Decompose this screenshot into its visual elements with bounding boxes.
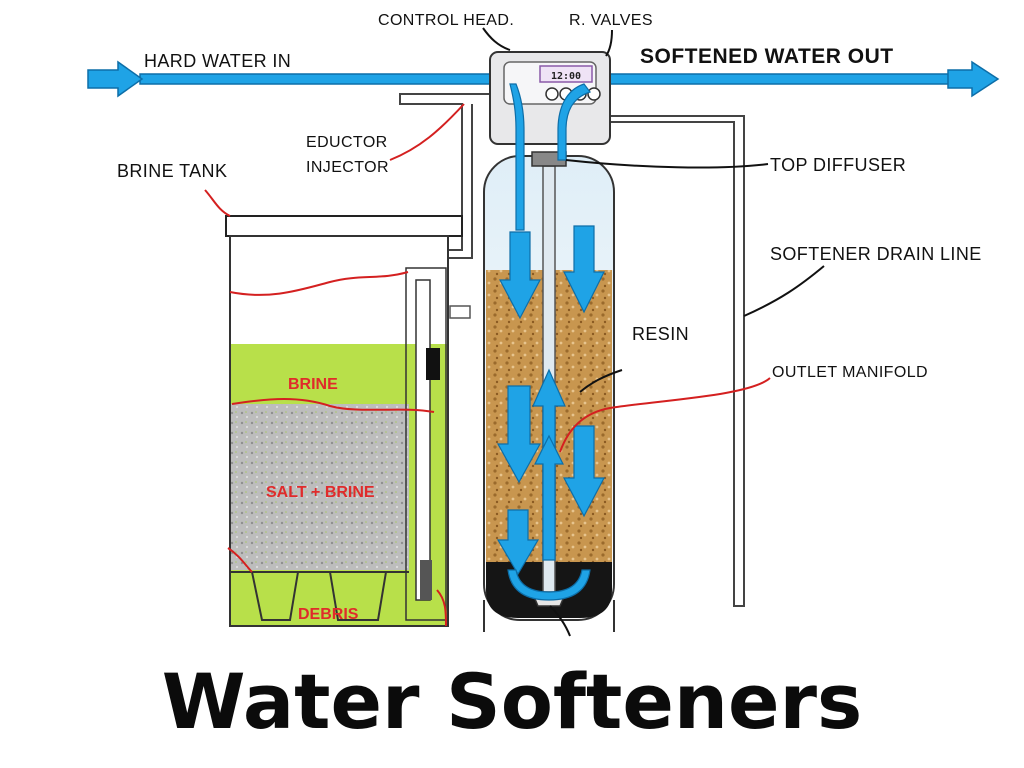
leader-lines xyxy=(204,27,825,637)
control-display xyxy=(539,65,593,83)
brine-water xyxy=(231,344,447,404)
label-softener-drain-line: SOFTENER DRAIN LINE xyxy=(770,244,982,264)
brine-tank xyxy=(225,215,471,627)
label-brine: BRINE xyxy=(288,376,338,393)
tank-grid-plate xyxy=(231,571,409,621)
label-outlet-manifold: OUTLET MANIFOLD xyxy=(772,364,928,381)
label-debris: DEBRIS xyxy=(298,606,359,623)
label-r-valves: R. VALVES xyxy=(569,12,653,29)
salt-bed xyxy=(231,404,409,570)
label-eductor: EDUCTOR xyxy=(306,134,388,151)
label-brine-tank: BRINE TANK xyxy=(117,161,227,181)
label-injector: INJECTOR xyxy=(306,159,389,176)
label-salt-brine: SALT + BRINE xyxy=(266,484,375,501)
label-control-head: CONTROL HEAD. xyxy=(378,12,514,29)
flow-arrows xyxy=(496,83,605,601)
display-clock: 12:00 xyxy=(551,71,581,82)
label-top-diffuser: TOP DIFFUSER xyxy=(770,155,906,175)
label-softened-water-out: SOFTENED WATER OUT xyxy=(640,45,894,68)
label-resin: RESIN xyxy=(632,324,689,344)
control-head: 12:00 xyxy=(489,51,611,145)
drain-line xyxy=(604,115,745,607)
page-title: Water Softeners xyxy=(162,657,862,746)
label-hard-water-in: HARD WATER IN xyxy=(144,51,291,71)
